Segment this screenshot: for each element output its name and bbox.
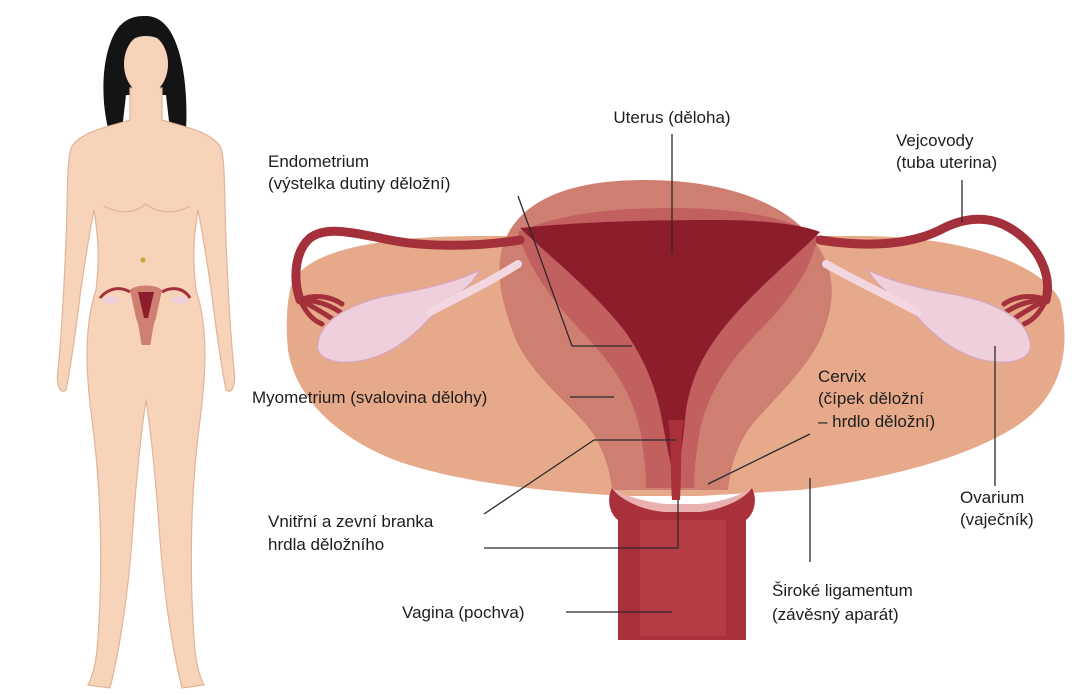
label-myometrium: Myometrium (svalovina dělohy)	[252, 388, 487, 407]
label-ovary-desc: (vaječník)	[960, 510, 1034, 529]
vagina-inner	[640, 520, 726, 636]
uterus-cross-section	[287, 180, 1065, 640]
label-fallopian-tubes-desc: (tuba uterina)	[896, 153, 997, 172]
label-broad-ligament-desc: (závěsný aparát)	[772, 605, 899, 624]
label-cervical-os-desc: hrdla děložního	[268, 535, 384, 554]
label-broad-ligament: Široké ligamentum	[772, 581, 913, 600]
body-silhouette	[57, 88, 234, 688]
navel-marker	[141, 258, 146, 263]
label-uterus: Uterus (děloha)	[613, 108, 730, 127]
label-cervix-desc-1: (čípek děložní	[818, 389, 924, 408]
label-cervical-os: Vnitřní a zevní branka	[268, 512, 434, 531]
label-endometrium-desc: (výstelka dutiny děložní)	[268, 174, 450, 193]
label-ovary: Ovarium	[960, 488, 1024, 507]
label-fallopian-tubes: Vejcovody	[896, 131, 974, 150]
label-vagina: Vagina (pochva)	[402, 603, 525, 622]
face	[124, 34, 168, 94]
label-cervix-desc-2: – hrdlo děložní)	[818, 412, 935, 431]
label-endometrium: Endometrium	[268, 152, 369, 171]
label-cervix: Cervix	[818, 367, 867, 386]
female-figure-illustration	[57, 16, 234, 688]
